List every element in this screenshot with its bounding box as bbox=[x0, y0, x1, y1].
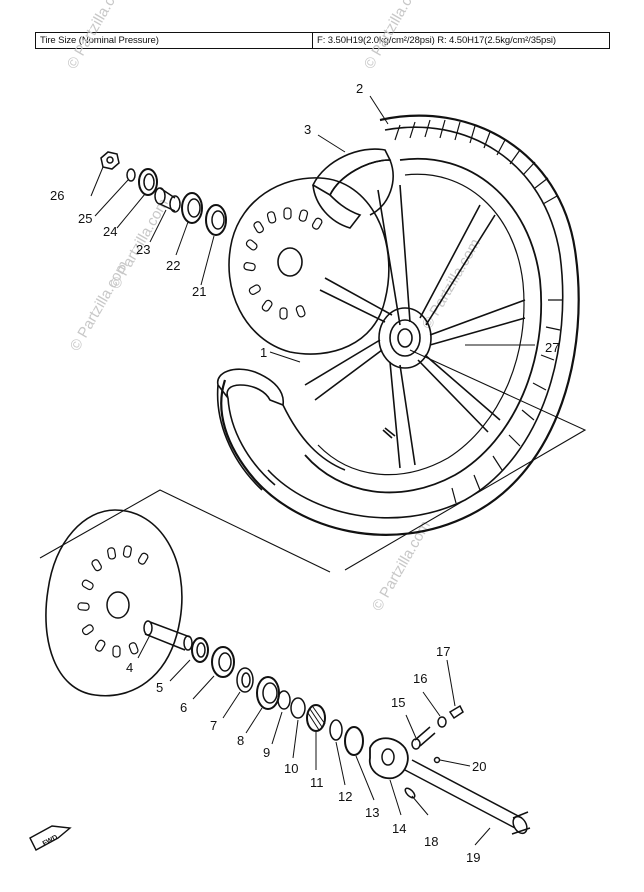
wheel-assembly bbox=[216, 114, 587, 571]
callout-9: 9 bbox=[263, 745, 270, 760]
callout-15: 15 bbox=[391, 695, 405, 710]
callout-numbers: 1 2 3 4 5 6 7 8 9 10 11 12 13 14 15 16 1… bbox=[50, 81, 559, 865]
watermark-2: © Partzilla.com bbox=[361, 0, 426, 72]
callout-4: 4 bbox=[126, 660, 133, 675]
callout-2: 2 bbox=[356, 81, 363, 96]
callout-18: 18 bbox=[424, 834, 438, 849]
callout-7: 7 bbox=[210, 718, 217, 733]
callout-19: 19 bbox=[466, 850, 480, 865]
callout-24: 24 bbox=[103, 224, 117, 239]
tire-size-value: F: 3.50H19(2.0kg/cm²/28psi) R: 4.50H17(2… bbox=[317, 35, 556, 46]
callout-12: 12 bbox=[338, 789, 352, 804]
callout-23: 23 bbox=[136, 242, 150, 257]
forward-mark-label: FWD bbox=[42, 834, 59, 848]
callout-20: 20 bbox=[472, 759, 486, 774]
callout-22: 22 bbox=[166, 258, 180, 273]
watermark-4: © Partzilla.com bbox=[64, 0, 129, 72]
upper-left-hub-parts bbox=[100, 151, 227, 236]
callout-27: 27 bbox=[545, 340, 559, 355]
callout-10: 10 bbox=[284, 761, 298, 776]
lower-exploded-parts bbox=[29, 489, 531, 851]
watermark-3: © Partzilla.com bbox=[369, 518, 434, 614]
watermarks: © Partzilla.com © Partzilla.com © Partzi… bbox=[64, 0, 484, 614]
callout-1: 1 bbox=[260, 345, 267, 360]
callout-25: 25 bbox=[78, 211, 92, 226]
callout-5: 5 bbox=[156, 680, 163, 695]
callout-14: 14 bbox=[392, 821, 406, 836]
callout-3: 3 bbox=[304, 122, 311, 137]
callout-26: 26 bbox=[50, 188, 64, 203]
callout-21: 21 bbox=[192, 284, 206, 299]
callout-11: 11 bbox=[310, 775, 324, 790]
callout-17: 17 bbox=[436, 644, 450, 659]
callout-13: 13 bbox=[365, 805, 379, 820]
tire-size-table: Tire Size (Nominal Pressure) F: 3.50H19(… bbox=[35, 32, 610, 49]
leader-lines bbox=[90, 95, 535, 846]
callout-8: 8 bbox=[237, 733, 244, 748]
callout-6: 6 bbox=[180, 700, 187, 715]
callout-16: 16 bbox=[413, 671, 427, 686]
tire-size-label: Tire Size (Nominal Pressure) bbox=[36, 33, 313, 48]
